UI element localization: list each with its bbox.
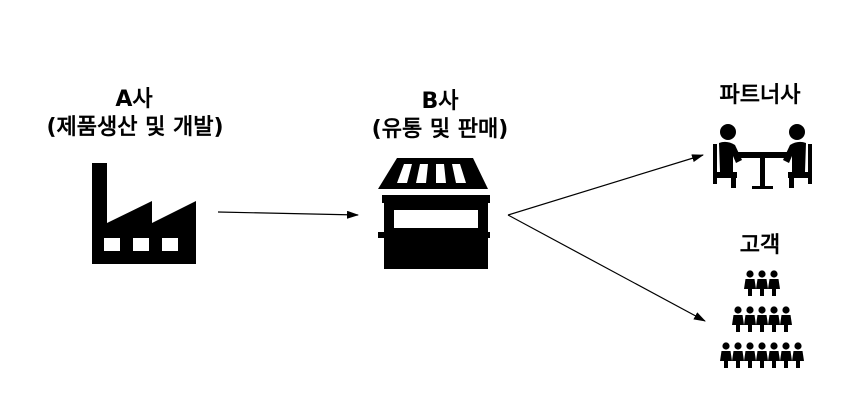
crowd-icon	[720, 270, 804, 368]
store-icon	[378, 158, 490, 269]
edge-b-to-customer	[507, 214, 706, 322]
company-b-name: B사	[421, 89, 459, 114]
customer-label: 고객	[739, 233, 781, 258]
meeting-table-icon	[713, 124, 812, 189]
factory-icon	[92, 163, 196, 264]
edge-a-to-b	[217, 210, 359, 219]
edges	[217, 154, 706, 322]
edge-b-to-partner	[507, 154, 704, 216]
company-b-role: (유통 및 판매)	[371, 117, 509, 142]
company-a-role: (제품생산 및 개발)	[46, 115, 224, 140]
company-a-name: A사	[115, 87, 153, 112]
partner-label: 파트너사	[719, 83, 801, 108]
